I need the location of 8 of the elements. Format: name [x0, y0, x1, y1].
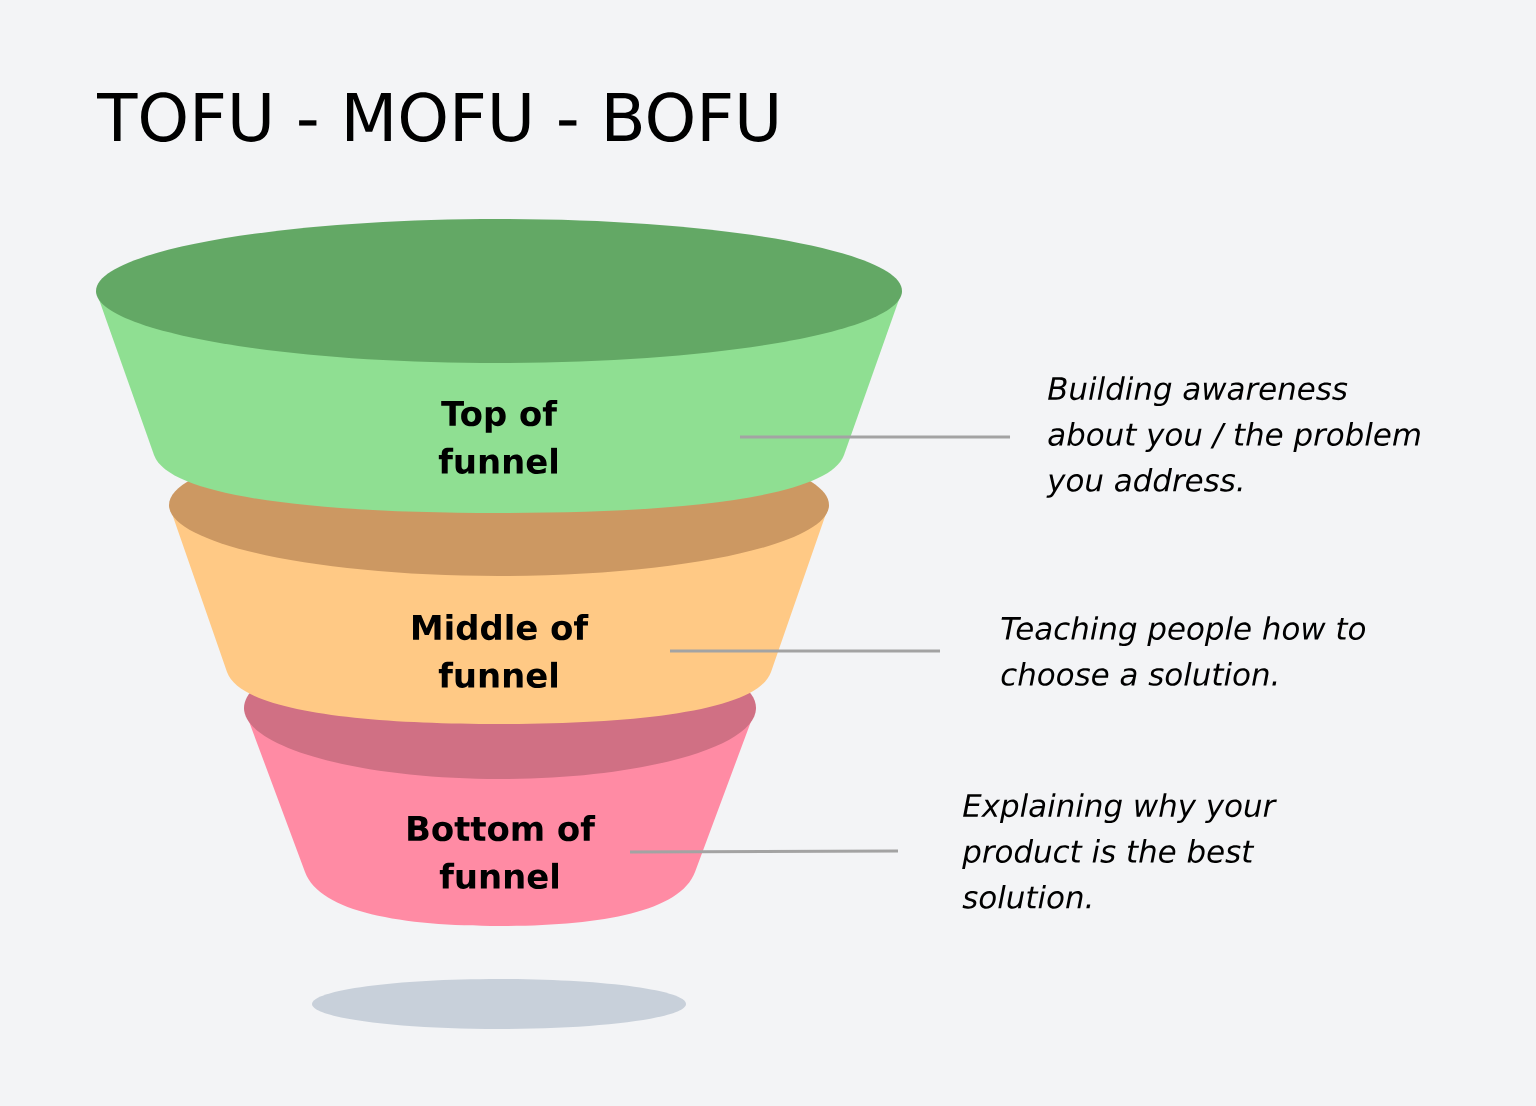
- description-text: Explaining why your product is the best solution.: [962, 793, 1277, 909]
- leader-line: [630, 849, 898, 854]
- leader-line: [670, 649, 940, 653]
- leader-line: [740, 435, 1010, 439]
- description-text: Building awareness about you / the problem you address.: [1046, 376, 1420, 498]
- description-text: Teaching people how to choose a solution.: [1001, 616, 1365, 686]
- funnel-tier: Top of funnel: [96, 219, 902, 513]
- title: TOFU - MOFU - BOFU: [97, 92, 777, 142]
